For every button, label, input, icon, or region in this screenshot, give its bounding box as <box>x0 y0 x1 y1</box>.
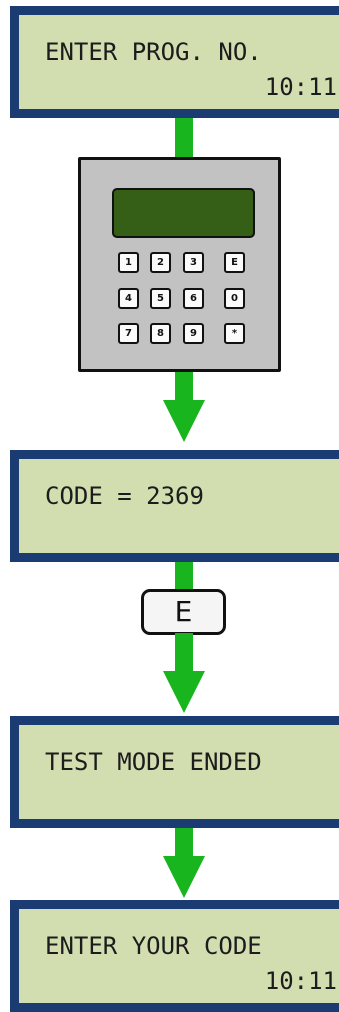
arrow-down-icon <box>163 671 205 713</box>
arrow-shaft <box>175 372 193 402</box>
keypad-display <box>112 188 255 238</box>
key-e[interactable]: E <box>224 252 245 273</box>
key-2[interactable]: 2 <box>150 252 171 273</box>
lcd-screen-enter-your-code: ENTER YOUR CODE 10:11 <box>10 900 339 1012</box>
key-3[interactable]: 3 <box>183 252 204 273</box>
key-1[interactable]: 1 <box>118 252 139 273</box>
lcd-line-2: 10:11 <box>264 967 337 995</box>
arrow-down-icon <box>163 400 205 442</box>
key-4[interactable]: 4 <box>118 288 139 309</box>
lcd-line-1: CODE = 2369 <box>45 482 204 510</box>
arrow-shaft <box>175 633 193 673</box>
connector-line <box>175 562 193 592</box>
connector-line <box>175 118 193 158</box>
lcd-line-2: 10:11 <box>264 73 337 101</box>
key-8[interactable]: 8 <box>150 323 171 344</box>
lcd-line-1: ENTER YOUR CODE <box>45 932 262 960</box>
lcd-screen-code-entry: CODE = 2369 <box>10 450 339 562</box>
arrow-down-icon <box>163 856 205 898</box>
lcd-line-1: ENTER PROG. NO. <box>45 38 262 66</box>
key-star[interactable]: * <box>224 323 245 344</box>
lcd-screen-enter-prog-no: ENTER PROG. NO. 10:11 <box>10 6 339 118</box>
arrow-shaft <box>175 828 193 858</box>
enter-key-button[interactable]: E <box>141 589 226 635</box>
key-9[interactable]: 9 <box>183 323 204 344</box>
lcd-line-1: TEST MODE ENDED <box>45 748 262 776</box>
keypad-device: 1 2 3 E 4 5 6 0 7 8 9 * <box>78 157 281 372</box>
lcd-screen-test-mode-ended: TEST MODE ENDED <box>10 716 339 828</box>
key-6[interactable]: 6 <box>183 288 204 309</box>
key-5[interactable]: 5 <box>150 288 171 309</box>
key-0[interactable]: 0 <box>224 288 245 309</box>
key-7[interactable]: 7 <box>118 323 139 344</box>
